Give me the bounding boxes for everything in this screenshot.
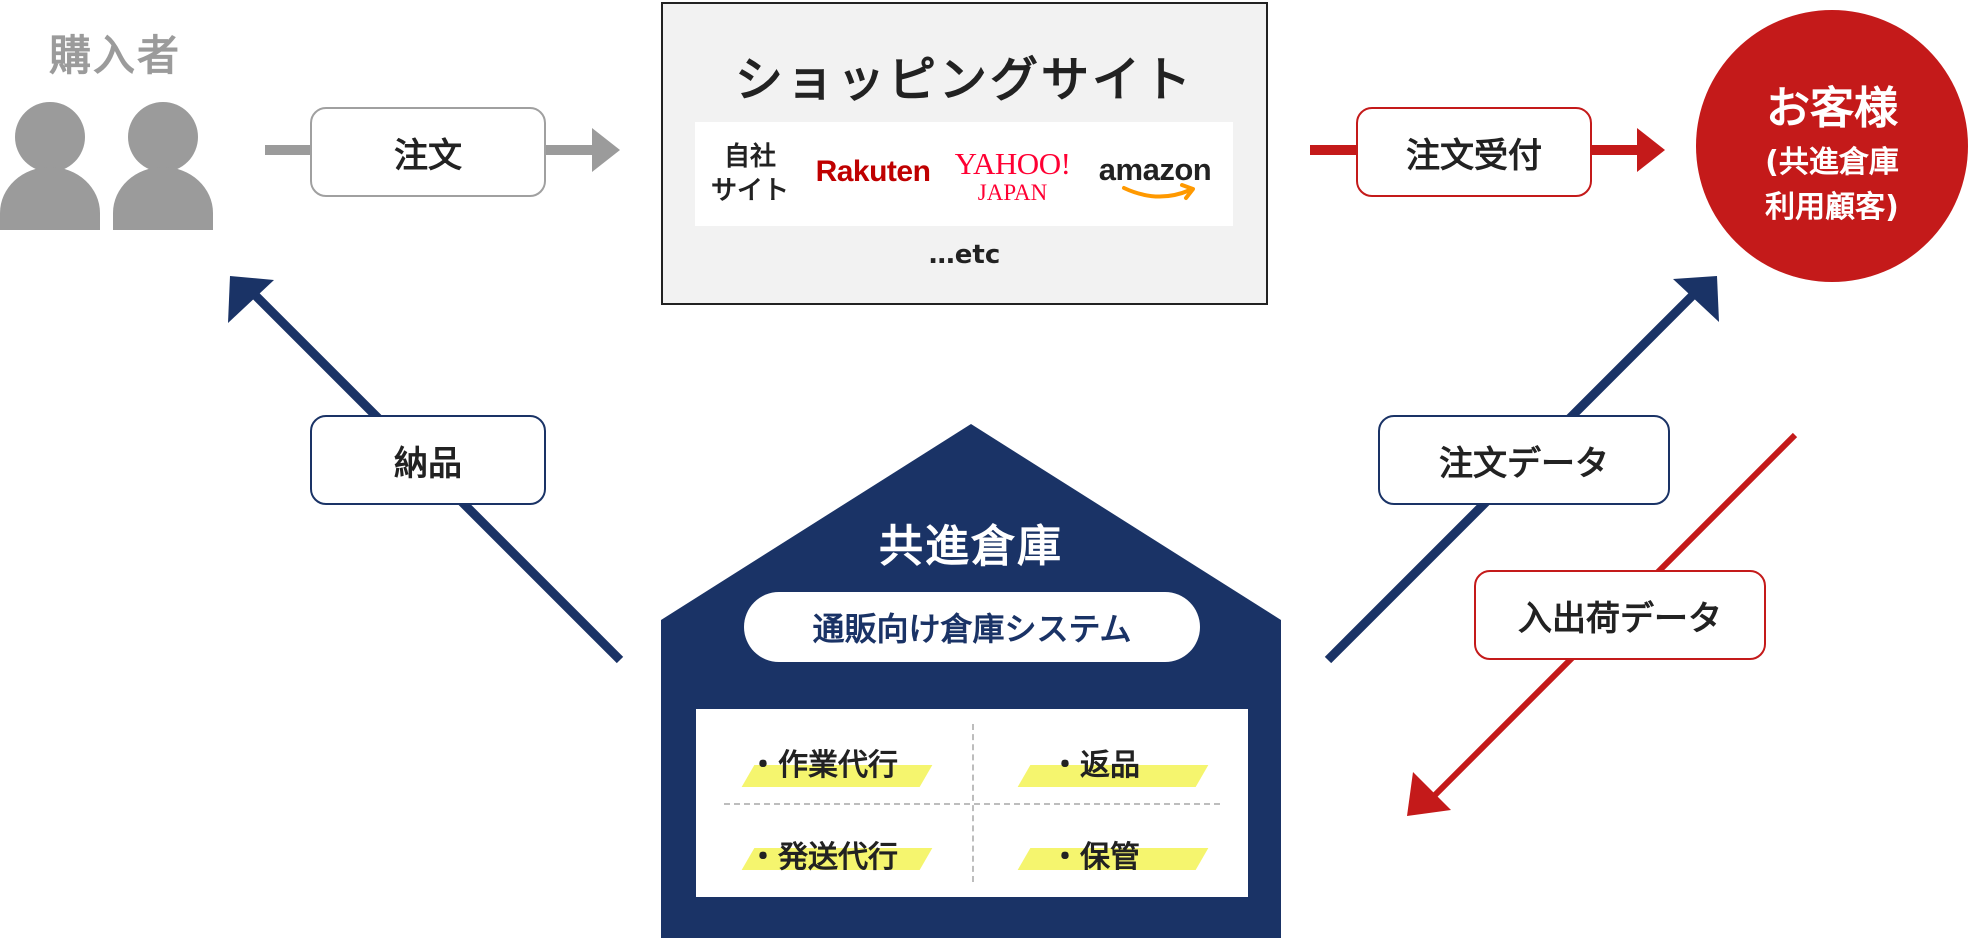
shopping-site-title: ショッピングサイト [734, 52, 1194, 108]
delivery-label: 納品 [310, 415, 546, 505]
shopping-site-etc: …etc [928, 240, 1001, 270]
yahoo-logo: YAHOO! [954, 146, 1071, 181]
shipping-data-arrow-head [1407, 772, 1451, 816]
delivery-arrow-head [228, 276, 274, 323]
logo-strip [695, 122, 1233, 226]
customer-subtitle-line2: 利用顧客) [1765, 190, 1899, 225]
customer-subtitle-line1: (共進倉庫 [1765, 145, 1899, 180]
service-item-shipping-agency: ・発送代行 [748, 840, 898, 875]
customer-title: お客様 [1766, 83, 1898, 134]
order-arrow-head [592, 128, 620, 172]
service-item-storage: ・保管 [1050, 840, 1140, 875]
order-received-arrow-head [1637, 128, 1665, 172]
order-data-arrow-head [1673, 276, 1719, 322]
person-icon [113, 102, 213, 230]
own-site-logo-line1: 自社 [723, 142, 776, 172]
amazon-logo: amazon [1098, 152, 1212, 187]
service-item-returns: ・返品 [1050, 748, 1140, 783]
shipping-data-label: 入出荷データ [1474, 570, 1766, 660]
customer-circle [1696, 10, 1968, 282]
amazon-smile-icon [1122, 183, 1195, 200]
warehouse-system-label: 通販向け倉庫システム [744, 592, 1200, 662]
order-received-label: 注文受付 [1356, 107, 1592, 197]
buyer-title: 購入者 [48, 31, 181, 80]
warehouse-title: 共進倉庫 [879, 521, 1063, 572]
order-data-label: 注文データ [1378, 415, 1670, 505]
yahoo-japan-logo: JAPAN [977, 180, 1048, 205]
person-icon [0, 102, 100, 230]
customer-subtitle: (共進倉庫 利用顧客) [1696, 140, 1968, 230]
services-horizontal-divider [724, 803, 1220, 805]
service-item-work-agency: ・作業代行 [748, 748, 898, 783]
order-label: 注文 [310, 107, 546, 197]
rakuten-logo: Rakuten [815, 155, 931, 188]
own-site-logo-line2: サイト [710, 176, 789, 206]
own-site-logo: 自社 サイト [700, 140, 800, 208]
